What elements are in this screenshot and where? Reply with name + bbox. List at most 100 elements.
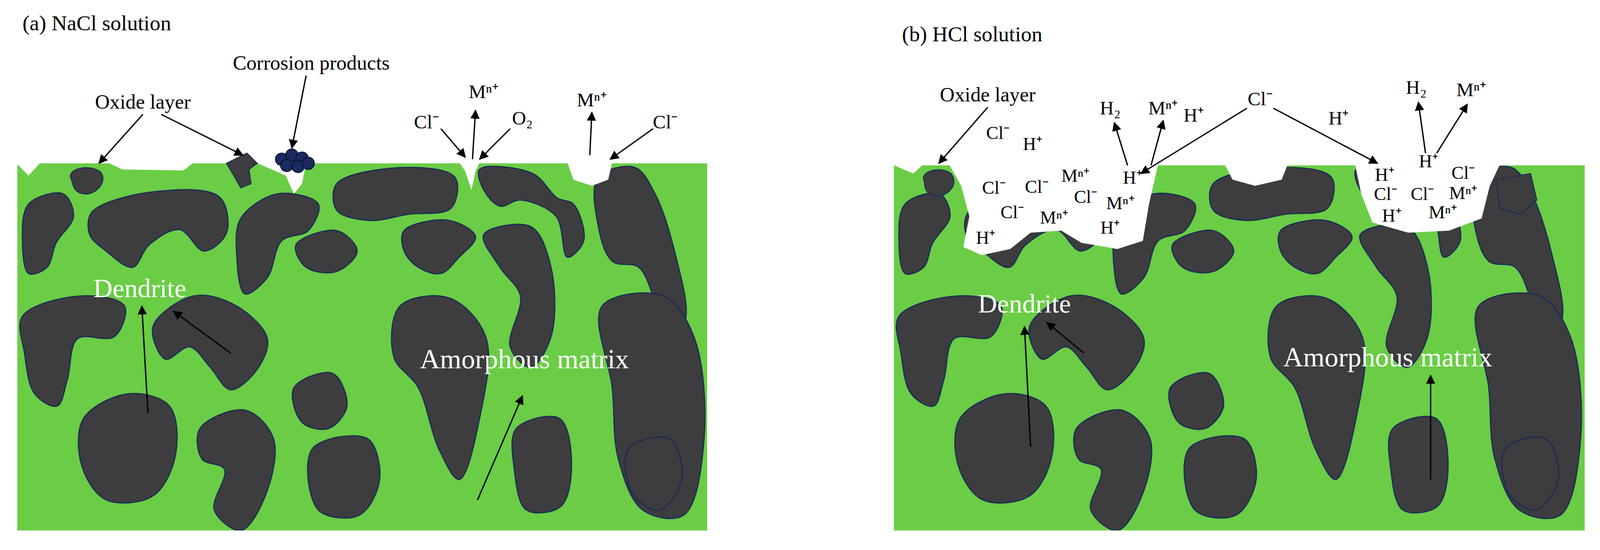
dendrite-shape	[332, 167, 458, 221]
ion-label: Mⁿ⁺	[1456, 79, 1487, 101]
dendrite-shape	[22, 192, 74, 275]
leader-arrow	[479, 128, 511, 160]
leader-arrow	[161, 114, 243, 156]
leader-arrow	[1273, 108, 1378, 164]
ion-label: H₂	[1099, 97, 1121, 119]
ion-label: H⁺	[1183, 104, 1205, 127]
leader-arrow	[1430, 375, 1432, 480]
oxide-particle	[923, 169, 954, 197]
dendrite-shape	[197, 409, 276, 531]
panel-title: (a) NaCl solution	[22, 11, 172, 36]
dendrite-shape	[1073, 409, 1152, 531]
ion-label: Mⁿ⁺	[1148, 97, 1179, 119]
corrosion-product	[302, 157, 315, 170]
dendrite-shape	[19, 295, 126, 407]
dendrite-shape	[78, 393, 178, 504]
leader-arrow	[1436, 104, 1468, 154]
corrosion-pit	[459, 162, 480, 191]
leader-arrow	[1114, 122, 1128, 166]
oxide-particle	[1496, 173, 1537, 215]
leader-arrow	[173, 311, 231, 354]
leader-arrow	[1046, 322, 1084, 354]
ion-label: Cl⁻	[1410, 183, 1435, 204]
dendrite-shape	[1278, 219, 1353, 274]
ion-label: O₂	[512, 107, 534, 129]
dendrite-shape	[88, 189, 229, 268]
dendrite-shape	[1268, 295, 1366, 480]
ion-label: Mⁿ⁺	[576, 89, 608, 111]
leader-arrow	[292, 75, 307, 149]
ion-label: Mⁿ⁺	[468, 81, 499, 103]
dendrite-shape	[899, 192, 951, 275]
ion-label: Cl⁻	[986, 122, 1010, 143]
dendrite-shape	[292, 372, 348, 430]
leader-arrow	[99, 114, 143, 164]
ion-label: Cl⁻	[1073, 186, 1098, 207]
dendrite-shape	[1474, 292, 1582, 519]
dendrite-shape	[401, 219, 476, 274]
amorphous-matrix	[17, 163, 708, 532]
ion-label: H⁺	[1374, 164, 1395, 185]
ion-label: Mⁿ⁺	[1428, 202, 1458, 223]
leader-arrow	[609, 128, 653, 160]
corrosion-pit	[15, 162, 41, 177]
oxide-particle	[70, 167, 103, 195]
leader-arrow	[938, 107, 988, 164]
dendrite-shape	[295, 230, 357, 274]
dendrite-shape	[152, 295, 268, 391]
leader-arrow	[1024, 326, 1031, 447]
leader-arrow	[141, 306, 149, 414]
corrosion-product	[280, 159, 293, 172]
ion-label: Cl⁻	[1373, 183, 1398, 204]
corrosion-pit	[567, 162, 612, 187]
dendrite-shape	[1168, 372, 1224, 430]
ion-label: Mⁿ⁺	[1040, 207, 1069, 228]
corrosion-pit	[891, 164, 924, 174]
leader-arrow	[472, 110, 476, 160]
leader-arrow	[1418, 101, 1426, 153]
dendrite-shape	[391, 295, 489, 480]
leader-arrow	[589, 112, 592, 156]
dendrite-shape	[1171, 230, 1234, 274]
ion-label: Cl⁻	[414, 111, 440, 133]
ion-label: H⁺	[1382, 205, 1402, 226]
callout-label: Oxide layer	[939, 83, 1036, 107]
ion-label: H⁺	[1328, 107, 1349, 129]
ion-label: H⁺	[1022, 133, 1043, 154]
corrosion-pit	[949, 164, 1159, 256]
leader-arrow	[477, 395, 523, 500]
region-label: Amorphous matrix	[419, 343, 629, 375]
dendrite-shape	[1184, 435, 1257, 519]
callout-label: Corrosion products	[232, 51, 390, 75]
region-label: Amorphous matrix	[1283, 342, 1493, 373]
ion-label: H⁺	[1100, 217, 1121, 238]
dendrite-shape	[954, 393, 1054, 504]
corrosion-pit	[1355, 164, 1500, 233]
ion-label: H⁺	[1418, 151, 1439, 172]
ion-label: Cl⁻	[1247, 88, 1273, 110]
dendrite-shape	[598, 292, 705, 519]
corrosion-pit	[1224, 164, 1288, 187]
ion-label: Cl⁻	[652, 111, 678, 133]
ion-label: H⁺	[1122, 167, 1143, 188]
leader-arrow	[1151, 120, 1164, 166]
callout-label: Oxide layer	[95, 90, 191, 114]
dendrite-shape	[1388, 416, 1448, 514]
ion-label: Cl⁻	[1000, 202, 1025, 223]
leader-arrow	[440, 128, 466, 158]
ion-label: Mⁿ⁺	[1106, 192, 1135, 214]
dendrite-shape	[1501, 437, 1559, 511]
region-label: Dendrite	[93, 274, 187, 304]
dendrite-shape	[625, 437, 683, 511]
ion-label: Cl⁻	[1451, 162, 1475, 183]
panel-title: (b) HCl solution	[901, 22, 1043, 47]
ion-label: Cl⁻	[1025, 176, 1049, 197]
corrosion-pit	[107, 162, 194, 171]
ion-label: H₂	[1406, 76, 1427, 99]
ion-label: Mⁿ⁺	[1061, 165, 1090, 186]
region-label: Dendrite	[977, 289, 1071, 319]
ion-label: Mⁿ⁺	[1448, 182, 1478, 204]
oxide-particle	[226, 153, 258, 189]
